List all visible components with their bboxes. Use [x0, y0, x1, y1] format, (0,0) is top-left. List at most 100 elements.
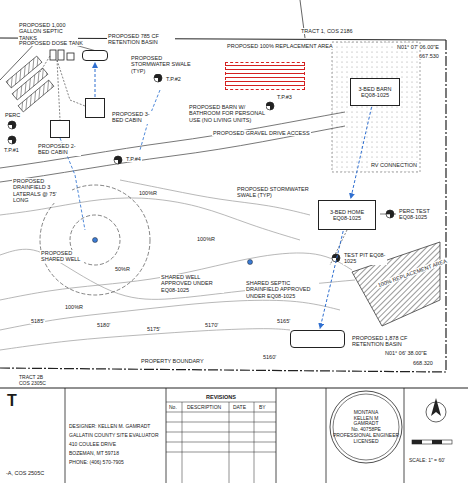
plan-label: 5170': [204, 322, 219, 328]
plan-label: PROPOSED DRAINFIELD 3 LATERALS @ 75' LON…: [12, 178, 72, 203]
node-label: PROPOSED 1,878 CF RETENTION BASIN: [351, 335, 433, 348]
north-arrow: [426, 398, 446, 422]
test-pit-fill: [154, 74, 162, 82]
plan-label: 100%R: [138, 190, 158, 196]
contour-line: [0, 300, 340, 330]
plan-label: 5180': [96, 322, 111, 328]
stormwater-swale: [320, 231, 343, 329]
title-rule: [65, 388, 404, 483]
node-body: 3-BED HOMEEQ08-1025: [319, 201, 375, 229]
plan-label: 5185': [30, 318, 45, 324]
plan-label: 100%R: [196, 236, 216, 242]
retention-basin: PROPOSED 785 CF RETENTION BASIN: [82, 50, 108, 61]
plan-label: N01° 06' 38.00"E: [384, 350, 428, 356]
plan-label: PERC TEST EQ08-1025: [398, 208, 440, 221]
plan-label: PROPOSED STORMWATER SWALE (TYP): [236, 186, 316, 199]
test-pit-symbol: [266, 102, 274, 110]
plan-label: TEST PIT EQ08-1025: [343, 252, 387, 265]
plan-label: T: [6, 392, 18, 410]
plan-label: COS 2305C: [18, 381, 47, 387]
cabin-footprint: PROPOSED 3-BED CABIN: [85, 98, 105, 118]
plan-label: TRACT 2B: [18, 375, 44, 381]
plan-label: SHARED SEPTIC DRAINFIELD APPROVED UNDER …: [245, 280, 319, 299]
node-body: 3-BED BARNEQ08-1025: [351, 79, 399, 105]
title-block-text: GALLATIN COUNTY SITE EVALUATOR: [68, 433, 160, 439]
test-pit-circle: [266, 102, 274, 110]
node-text: 3-BED BARN: [358, 86, 391, 92]
plan-label: PROPOSED GRAVEL DRIVE ACCESS: [212, 130, 311, 136]
node-text: LICENSED: [353, 439, 378, 445]
dose-tank: [67, 53, 74, 60]
home-box: 3-BED HOMEEQ08-1025: [318, 200, 376, 230]
plan-label: PROPOSED SHARED WELL: [40, 250, 84, 263]
sewer-lines: [40, 56, 347, 265]
well-symbol: [248, 260, 253, 265]
stormwater-swale: [95, 63, 96, 98]
plan-label: 100%R: [64, 304, 84, 310]
north-arrowhead: [431, 398, 441, 416]
title-block-text: DATE: [232, 405, 247, 411]
plan-label: 5160': [262, 354, 277, 360]
title-block-text: BOZEMAN, MT 59718: [68, 451, 120, 457]
title-block-text: No.: [168, 405, 178, 411]
revision-row: [166, 402, 276, 452]
node-label: PROPOSED 100% REPLACEMENT AREA: [226, 43, 334, 49]
title-block-text: SCALE: 1" = 60': [408, 458, 446, 464]
replacement-area: PROPOSED 100% REPLACEMENT AREA: [225, 62, 305, 90]
gravel-drive: [0, 112, 345, 182]
sewer-line: [57, 60, 85, 106]
gravel-pad: [332, 42, 420, 172]
stormwater-swale: [351, 107, 372, 199]
test-pit-symbol: [154, 74, 162, 82]
well-symbol: [93, 238, 98, 243]
test-pit-fill: [8, 121, 16, 129]
title-rule: [0, 388, 468, 389]
plan-label: T.P.#2: [165, 76, 182, 82]
plan-label: RV CONNECTION: [370, 162, 418, 168]
leader-line: [380, 214, 396, 215]
plan-label: PROPERTY BOUNDARY: [140, 358, 205, 364]
plan-label: T.P.#4: [125, 156, 142, 162]
drive-edge: [0, 112, 345, 168]
plan-label: 5165': [276, 318, 291, 324]
plan-label: 5175': [146, 326, 161, 332]
test-pit-symbol: [8, 136, 16, 144]
test-pit-symbol: [114, 156, 122, 164]
property-line: [0, 368, 446, 372]
node-label: PROPOSED 3-BED CABIN: [111, 111, 158, 124]
septic-tanks: [50, 50, 74, 60]
plan-label: N01° 07' 06.00"E: [396, 44, 440, 50]
plan-label: PROPOSED 1,000 GALLON SEPTIC TANKS: [18, 22, 78, 41]
test-pit-circle: [8, 136, 16, 144]
septic-tank: [58, 50, 64, 60]
boundaries: [0, 0, 446, 372]
plan-label: PROPOSED BARN W/ BATHROOM FOR PERSONAL U…: [188, 104, 266, 123]
contour-lines: [0, 180, 355, 350]
revision-column: [182, 402, 254, 483]
test-pit-fill: [8, 136, 16, 144]
scale-segment: [412, 440, 422, 444]
plan-label: SHARED WELL APPROVED UNDER EQ08-1025: [160, 274, 224, 293]
title-block: [0, 388, 468, 483]
left-drainfield: [6, 56, 54, 112]
retention-basin: PROPOSED 1,878 CF RETENTION BASIN: [290, 330, 345, 348]
scale-bar: [412, 440, 452, 444]
plan-label: -A, COS 2505C: [5, 470, 45, 476]
plan-label: T.P.#3: [276, 94, 293, 100]
scale-segment: [432, 440, 442, 444]
node-text: 3-BED HOME: [330, 209, 364, 215]
test-pit-circle: [154, 74, 162, 82]
sewer-line: [57, 60, 60, 120]
scale-segment: [412, 440, 452, 444]
title-block-text: BY: [258, 405, 267, 411]
plan-label: PERC: [4, 112, 21, 118]
test-pit-circle: [8, 121, 16, 129]
plan-label: 668.320: [412, 360, 434, 366]
test-pit-fill: [114, 156, 122, 164]
cabin-footprint: PROPOSED 2-BED CABIN: [50, 120, 70, 138]
stamp-ring: [333, 394, 399, 460]
title-block-text: PHONE: (406) 570-7905: [68, 460, 125, 466]
leader-lines: [75, 45, 396, 214]
plan-label: TRACT 1, COS 2186: [300, 28, 354, 34]
node-text: EQ08-1025: [361, 92, 389, 98]
